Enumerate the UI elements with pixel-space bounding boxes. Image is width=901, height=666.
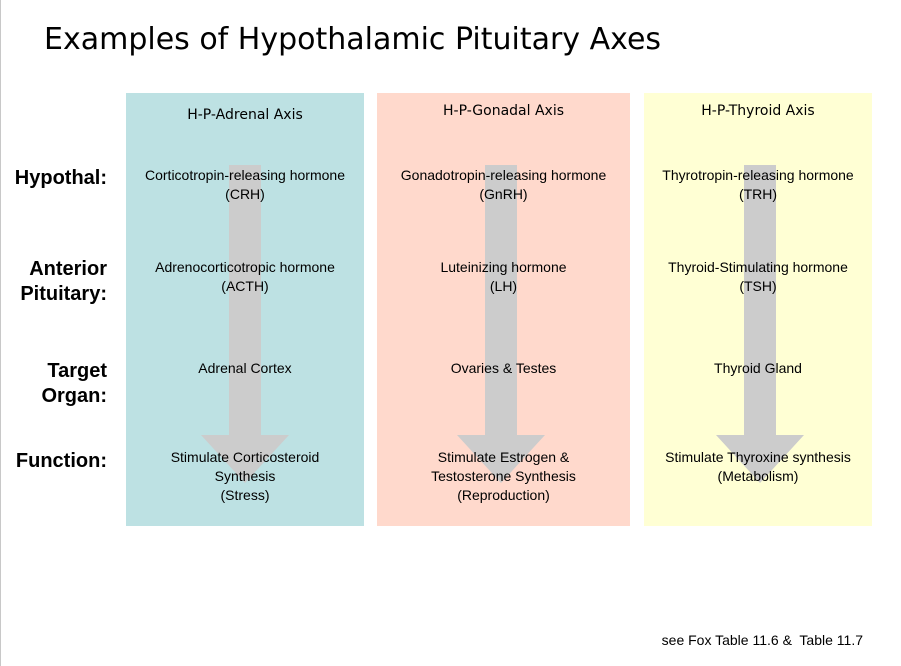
panel-gonadal-axis: H-P-Gonadal Axis Gonadotropin-releasing … — [377, 93, 630, 526]
function-thyroid: Stimulate Thyroxine synthesis (Metabolis… — [665, 449, 851, 484]
hypothal-hormone-gonadal: Gonadotropin-releasing hormone (GnRH) — [400, 167, 607, 202]
panel-header-adrenal: H-P-Adrenal Axis — [187, 107, 303, 123]
panel-adrenal-axis: H-P-Adrenal Axis Corticotropin-releasing… — [126, 93, 364, 526]
page-left-border — [0, 0, 1, 666]
pituitary-hormone-gonadal: Luteinizing hormone (LH) — [440, 259, 567, 294]
panel-thyroid-axis: H-P-Thyroid Axis Thyrotropin-releasing h… — [644, 93, 872, 526]
target-organ-thyroid: Thyroid Gland — [714, 360, 802, 376]
down-arrow-shape — [201, 165, 289, 483]
down-arrow-thyroid — [716, 165, 804, 483]
row-label-function: Function: — [15, 450, 107, 472]
hypothal-hormone-adrenal: Corticotropin-releasing hormone (CRH) — [145, 167, 345, 202]
row-label-hypothal: Hypothal: — [14, 167, 107, 189]
down-arrow-shape — [457, 165, 545, 483]
down-arrow-gonadal — [457, 165, 545, 483]
target-organ-gonadal: Ovaries & Testes — [450, 360, 557, 376]
target-organ-adrenal: Adrenal Cortex — [198, 360, 292, 376]
panel-header-gonadal: H-P-Gonadal Axis — [443, 103, 564, 119]
down-arrow-adrenal — [201, 165, 289, 483]
pituitary-hormone-adrenal: Adrenocorticotropic hormone (ACTH) — [155, 259, 335, 294]
panel-header-thyroid: H-P-Thyroid Axis — [701, 103, 815, 119]
function-adrenal: Stimulate Corticosteroid Synthesis (Stre… — [170, 449, 320, 503]
hypothal-hormone-thyroid: Thyrotropin-releasing hormone (TRH) — [662, 167, 854, 202]
row-label-anterior-pituitary: Anterior Pituitary: — [20, 258, 107, 305]
down-arrow-shape — [716, 165, 804, 483]
footnote-reference: see Fox Table 11.6 & Table 11.7 — [661, 632, 863, 648]
function-gonadal: Stimulate Estrogen & Testosterone Synthe… — [431, 449, 576, 503]
row-label-target-organ: Target Organ: — [41, 360, 107, 407]
page-title: Examples of Hypothalamic Pituitary Axes — [44, 22, 662, 57]
pituitary-hormone-thyroid: Thyroid-Stimulating hormone (TSH) — [668, 259, 848, 294]
